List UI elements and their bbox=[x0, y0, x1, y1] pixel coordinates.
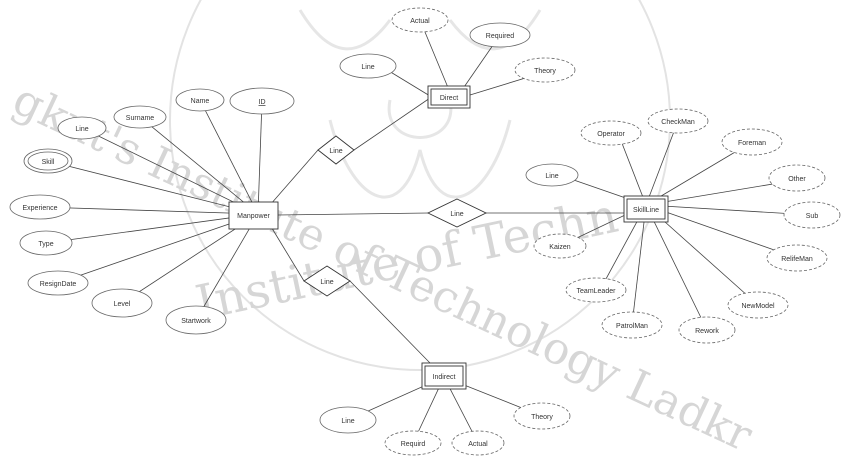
attr-skillline-checkman: CheckMan bbox=[647, 108, 709, 134]
attr-direct-theory: Theory bbox=[514, 57, 576, 83]
svg-text:Sub: Sub bbox=[806, 213, 819, 220]
attr-manpower-level: Level bbox=[91, 288, 153, 318]
attr-skillline-kaizen: Kaizen bbox=[533, 233, 587, 259]
attr-manpower-line: Line bbox=[57, 116, 107, 140]
entity-direct-label: Direct bbox=[440, 95, 458, 102]
attr-direct-actual: Actual bbox=[391, 7, 449, 33]
svg-text:Level: Level bbox=[114, 301, 131, 308]
svg-text:RelifeMan: RelifeMan bbox=[781, 256, 813, 263]
attr-skillline-line: Line bbox=[525, 163, 579, 187]
svg-text:Type: Type bbox=[38, 241, 53, 248]
relationship-direct-label: Line bbox=[329, 148, 342, 155]
attr-skillline-other: Other bbox=[768, 164, 826, 192]
svg-text:Line: Line bbox=[361, 64, 374, 71]
svg-text:Line: Line bbox=[75, 126, 88, 133]
entity-direct[interactable]: Direct bbox=[427, 85, 471, 109]
svg-text:Startwork: Startwork bbox=[181, 318, 211, 325]
svg-text:Foreman: Foreman bbox=[738, 140, 766, 147]
relationship-skillline[interactable]: Line bbox=[426, 198, 488, 228]
svg-text:Actual: Actual bbox=[468, 441, 488, 448]
attr-skillline-relifeman: RelifeMan bbox=[766, 244, 828, 272]
attr-manpower-id: ID bbox=[229, 87, 295, 115]
relationship-skillline-label: Line bbox=[450, 211, 463, 218]
attr-manpower-resigndate: ResignDate bbox=[27, 270, 89, 296]
attr-manpower-surname: Surname bbox=[113, 105, 167, 129]
attr-skillline-sub: Sub bbox=[783, 201, 841, 229]
svg-text:Line: Line bbox=[545, 173, 558, 180]
svg-text:Theory: Theory bbox=[531, 414, 553, 421]
attr-manpower-startwork: Startwork bbox=[165, 305, 227, 335]
attr-indirect-requird: Requird bbox=[384, 430, 442, 456]
entity-skillline[interactable]: SkillLine bbox=[623, 195, 669, 223]
attr-indirect-actual: Actual bbox=[451, 430, 505, 456]
attr-manpower-name: Name bbox=[175, 88, 225, 112]
svg-text:NewModel: NewModel bbox=[741, 303, 775, 310]
attr-manpower-skill: Skill bbox=[23, 148, 73, 174]
svg-text:Operator: Operator bbox=[597, 131, 625, 138]
attr-manpower-type: Type bbox=[19, 230, 73, 256]
entity-manpower-label: Manpower bbox=[237, 213, 270, 220]
svg-text:Requird: Requird bbox=[401, 441, 426, 448]
svg-text:ID: ID bbox=[259, 99, 266, 106]
svg-text:Name: Name bbox=[191, 98, 210, 105]
svg-text:Kaizen: Kaizen bbox=[549, 244, 571, 251]
watermark-top-text: gkut's Institute of Technology Ladkr bbox=[5, 74, 760, 459]
attr-manpower-experience: Experience bbox=[9, 194, 71, 220]
svg-text:Rework: Rework bbox=[695, 328, 719, 335]
svg-text:Skill: Skill bbox=[42, 159, 55, 166]
attr-skillline-operator: Operator bbox=[580, 120, 642, 146]
attr-direct-required: Required bbox=[469, 22, 531, 48]
svg-text:Surname: Surname bbox=[126, 115, 155, 122]
entity-indirect-label: Indirect bbox=[433, 374, 456, 381]
attr-indirect-theory: Theory bbox=[513, 402, 571, 430]
svg-text:Required: Required bbox=[486, 33, 515, 40]
svg-text:PatrolMan: PatrolMan bbox=[616, 323, 648, 330]
entity-manpower[interactable]: Manpower bbox=[228, 201, 279, 230]
svg-text:Actual: Actual bbox=[410, 18, 430, 25]
attr-skillline-patrolman: PatrolMan bbox=[601, 311, 663, 339]
attr-skillline-rework: Rework bbox=[678, 316, 736, 344]
svg-text:ResignDate: ResignDate bbox=[40, 281, 77, 288]
svg-text:TeamLeader: TeamLeader bbox=[577, 288, 617, 295]
attr-indirect-line: Line bbox=[319, 406, 377, 434]
svg-text:Experience: Experience bbox=[22, 205, 57, 212]
svg-text:Line: Line bbox=[341, 418, 354, 425]
relationship-indirect[interactable]: Line bbox=[303, 265, 351, 297]
entity-skillline-label: SkillLine bbox=[633, 207, 659, 214]
attr-skillline-teamleader: TeamLeader bbox=[565, 277, 627, 303]
svg-text:Theory: Theory bbox=[534, 68, 556, 75]
relationship-direct[interactable]: Line bbox=[317, 135, 355, 165]
relationship-indirect-label: Line bbox=[320, 279, 333, 286]
attr-direct-line: Line bbox=[339, 53, 397, 79]
entity-indirect[interactable]: Indirect bbox=[421, 362, 467, 390]
attr-skillline-foreman: Foreman bbox=[721, 128, 783, 156]
attr-skillline-newmodel: NewModel bbox=[727, 291, 789, 319]
svg-text:CheckMan: CheckMan bbox=[661, 119, 695, 126]
svg-text:Other: Other bbox=[788, 176, 806, 183]
